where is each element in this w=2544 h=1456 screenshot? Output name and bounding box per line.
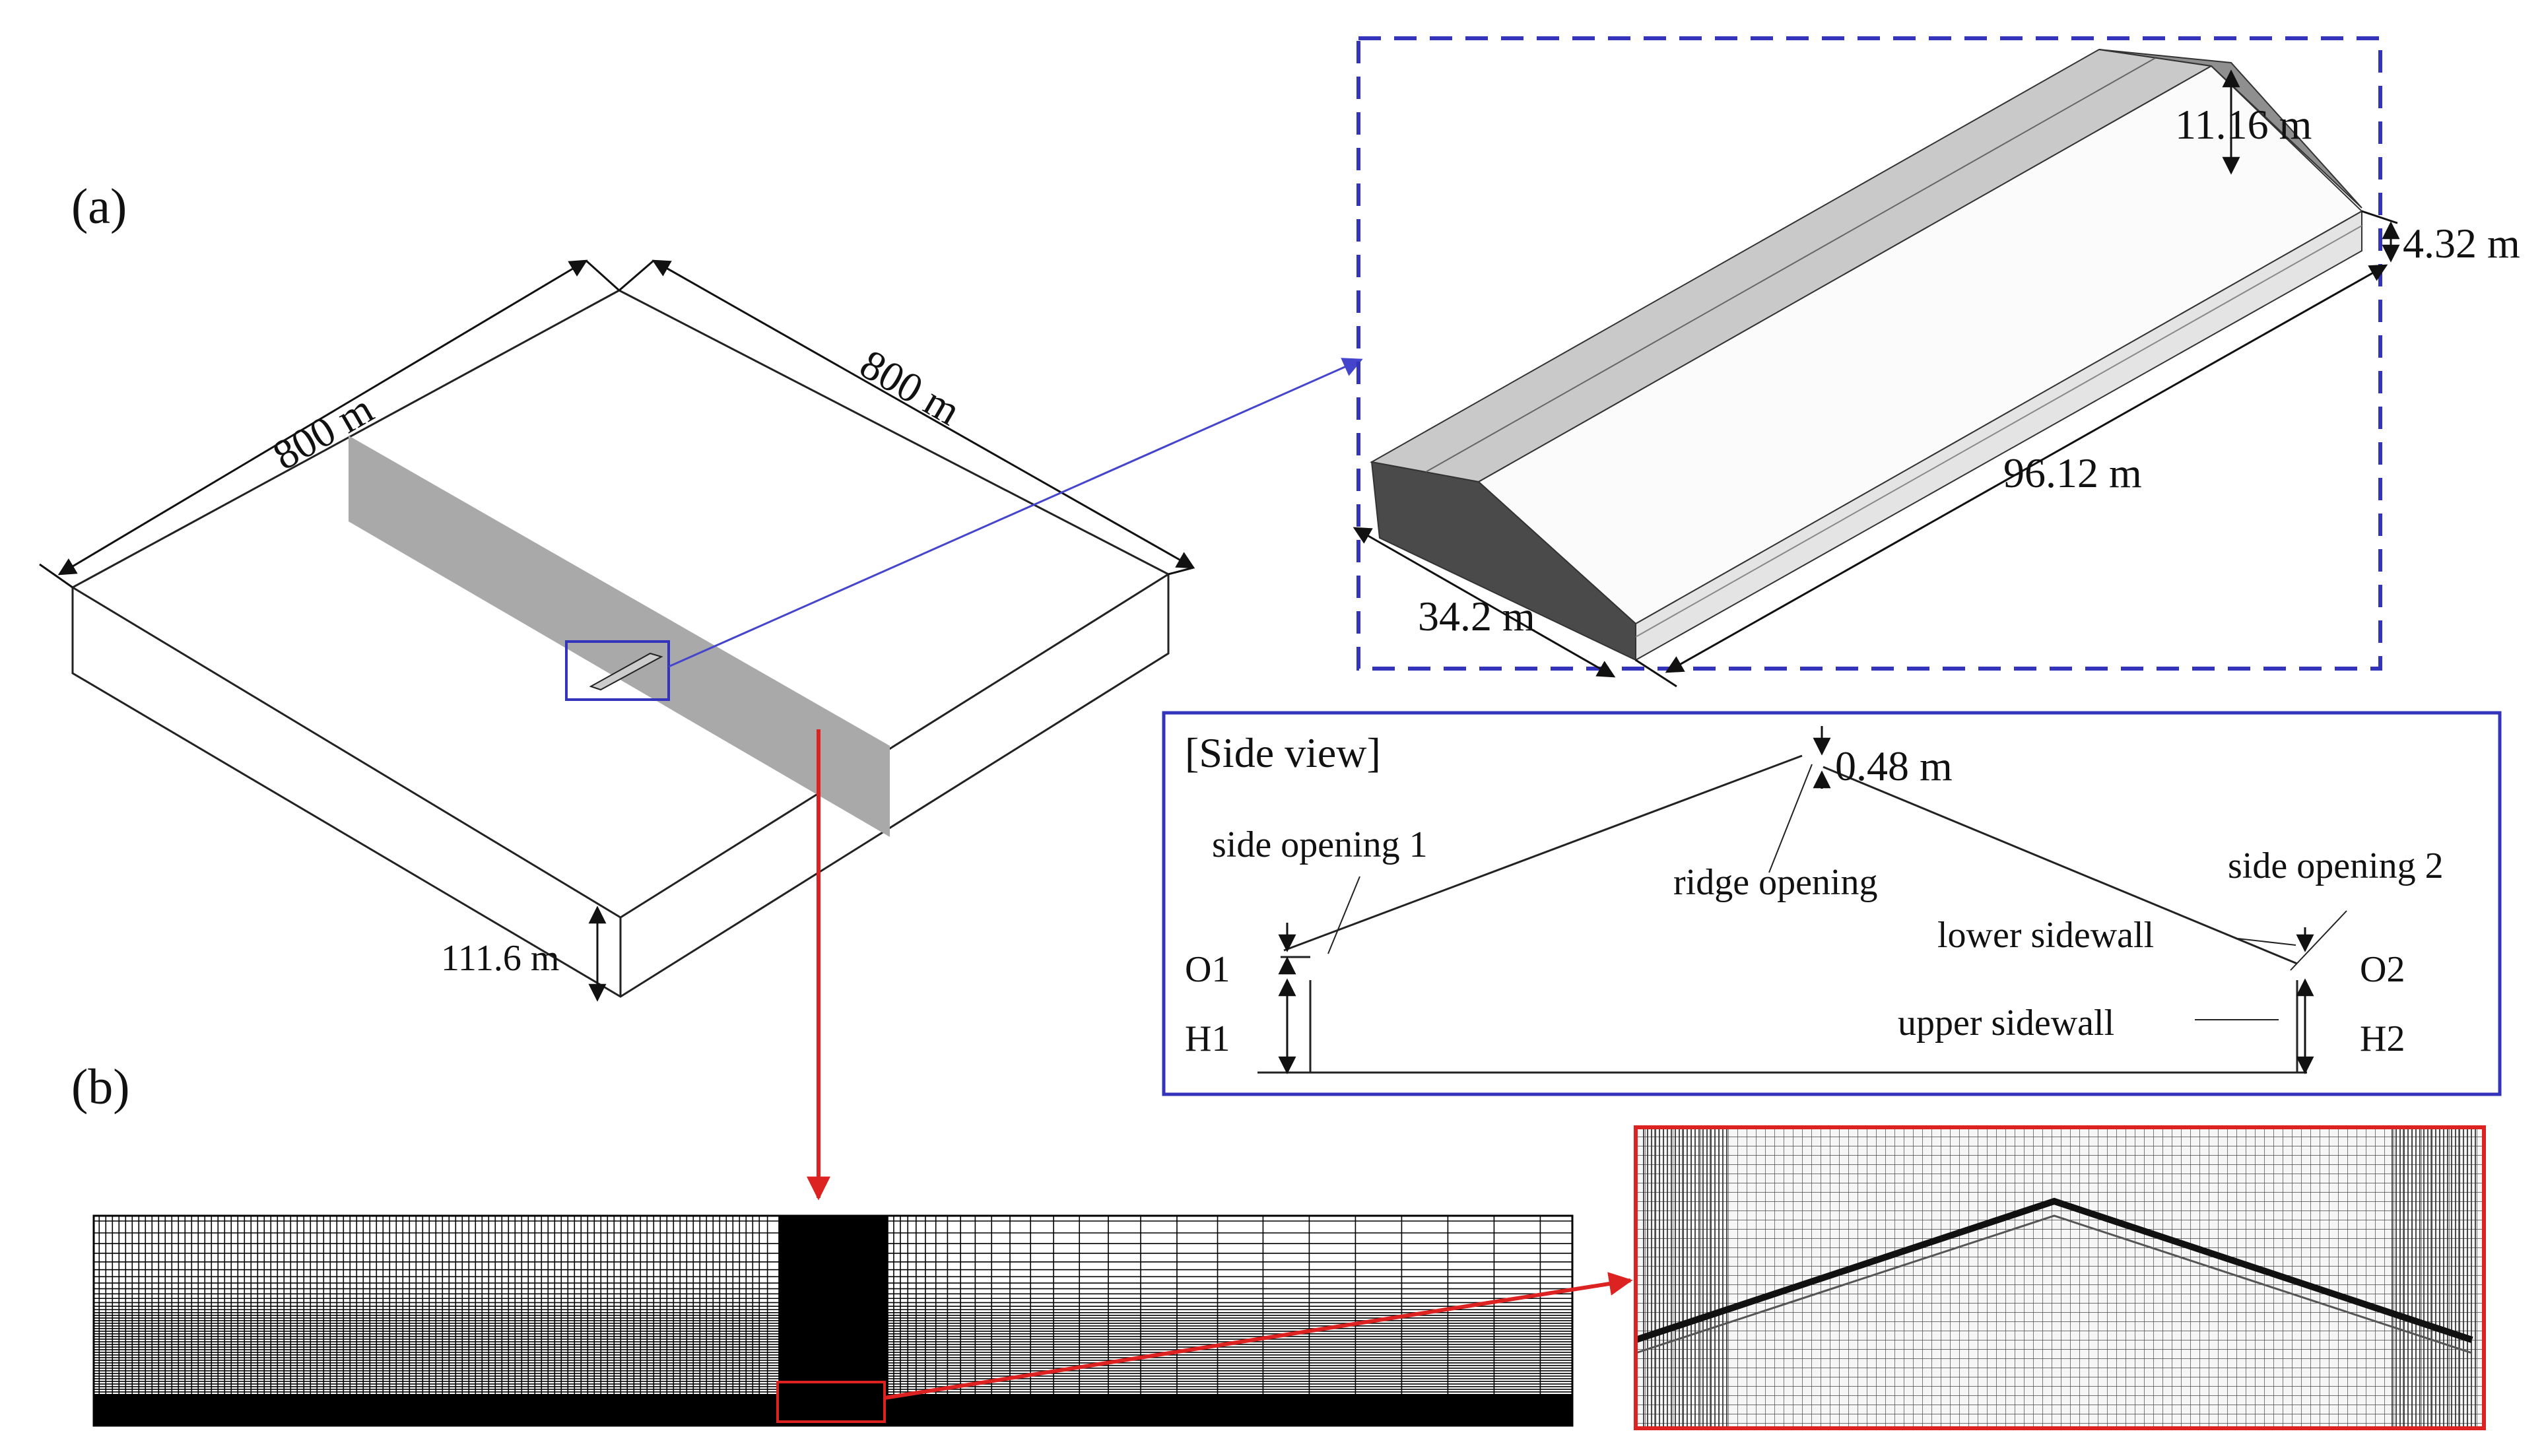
side-view-title: [Side view]: [1185, 729, 1381, 776]
label-side-opening-2: side opening 2: [2228, 845, 2444, 886]
section-plane: [349, 436, 890, 837]
mesh-zoom-link: [884, 1272, 1633, 1400]
domain-height-label: 111.6 m: [441, 938, 559, 979]
panel-label-b: (b): [71, 1059, 130, 1115]
mesh-zoom-marker: [776, 1381, 886, 1423]
label-h1: H1: [1185, 1018, 1230, 1059]
mesh-zoom-detail: [1634, 1125, 2486, 1430]
greenhouse-span-label: 34.2 m: [1418, 593, 1535, 640]
label-h2: H2: [2360, 1018, 2405, 1059]
side-view-frame: [1162, 711, 2502, 1096]
greenhouse-thumbnail: [565, 640, 670, 701]
label-lower-sidewall: lower sidewall: [1937, 915, 2154, 956]
side-view-leader-lines: [1327, 764, 2347, 1020]
eave-height-label: 4.32 m: [2403, 220, 2520, 267]
label-o1: O1: [1185, 949, 1230, 990]
zoom-link-to-detail: [668, 358, 1363, 668]
label-side-opening-1: side opening 1: [1212, 824, 1428, 865]
label-ridge-opening: ridge opening: [1673, 862, 1877, 903]
side-view-outline: [1257, 754, 2307, 1074]
label-o2: O2: [2360, 949, 2405, 990]
greenhouse-length-label: 96.12 m: [2003, 449, 2142, 496]
label-upper-sidewall: upper sidewall: [1898, 1003, 2114, 1043]
side-view-dimension-lines: [1278, 726, 2314, 1075]
greenhouse-dimension-lines: [1353, 69, 2400, 688]
mesh-grid: [92, 1214, 1574, 1427]
ridge-gap-label: 0.48 m: [1835, 743, 1953, 789]
domain-dimension-lines: [39, 259, 1195, 1002]
ridge-height-label: 11.16 m: [2175, 101, 2312, 148]
panel-label-a: (a): [71, 179, 127, 234]
